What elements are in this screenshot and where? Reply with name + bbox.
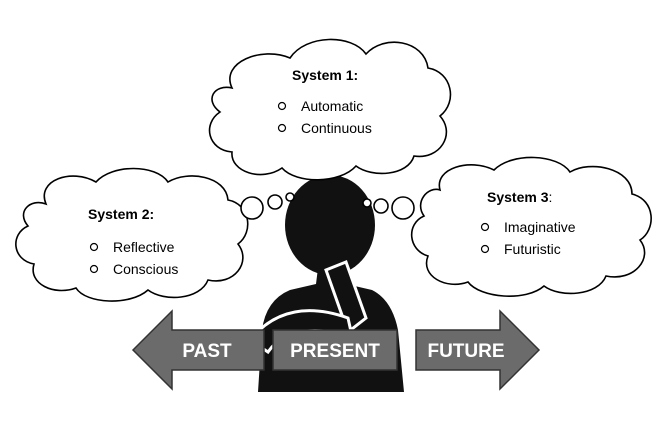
present-label: PRESENT <box>290 341 380 362</box>
past-arrow-shape <box>131 309 265 391</box>
system1-cloud: System 1: Automatic Continuous <box>208 38 452 181</box>
past-label: PAST <box>182 341 232 362</box>
system3-item-2: Futuristic <box>504 241 561 257</box>
thought-bubble-right-medium <box>373 198 389 214</box>
system3-bullet-1 <box>480 222 490 232</box>
system1-bullet-1 <box>277 101 287 111</box>
present-box-shape <box>272 329 398 371</box>
future-label: FUTURE <box>427 341 504 362</box>
system3-title: System 3: <box>487 189 552 205</box>
system2-bullet-2 <box>89 264 99 274</box>
present-box: PRESENT <box>272 329 398 371</box>
thought-bubble-right-large <box>391 196 415 220</box>
system1-item-1: Automatic <box>301 98 363 114</box>
system3-item-1: Imaginative <box>504 219 576 235</box>
system3-cloud: System 3: Imaginative Futuristic <box>410 156 652 297</box>
thought-bubble-left-small <box>285 192 295 202</box>
system2-title: System 2: <box>88 206 154 222</box>
system3-bullet-2 <box>480 244 490 254</box>
thought-bubble-left-large <box>240 196 264 220</box>
past-arrow: PAST <box>131 309 265 391</box>
future-arrow-shape <box>415 309 541 391</box>
system2-item-2: Conscious <box>113 261 178 277</box>
system3-title-colon: : <box>548 189 552 205</box>
system1-title: System 1: <box>292 67 358 83</box>
system3-title-text: System 3 <box>487 189 549 205</box>
system1-bullet-2 <box>277 123 287 133</box>
thought-bubble-right-small <box>362 198 372 208</box>
system2-item-1: Reflective <box>113 239 175 255</box>
thought-bubble-left-medium <box>267 194 283 210</box>
system2-bullet-1 <box>89 242 99 252</box>
figure-head <box>285 175 375 275</box>
future-arrow: FUTURE <box>415 309 541 391</box>
system1-item-2: Continuous <box>301 120 372 136</box>
system2-cloud: System 2: Reflective Conscious <box>15 167 249 302</box>
